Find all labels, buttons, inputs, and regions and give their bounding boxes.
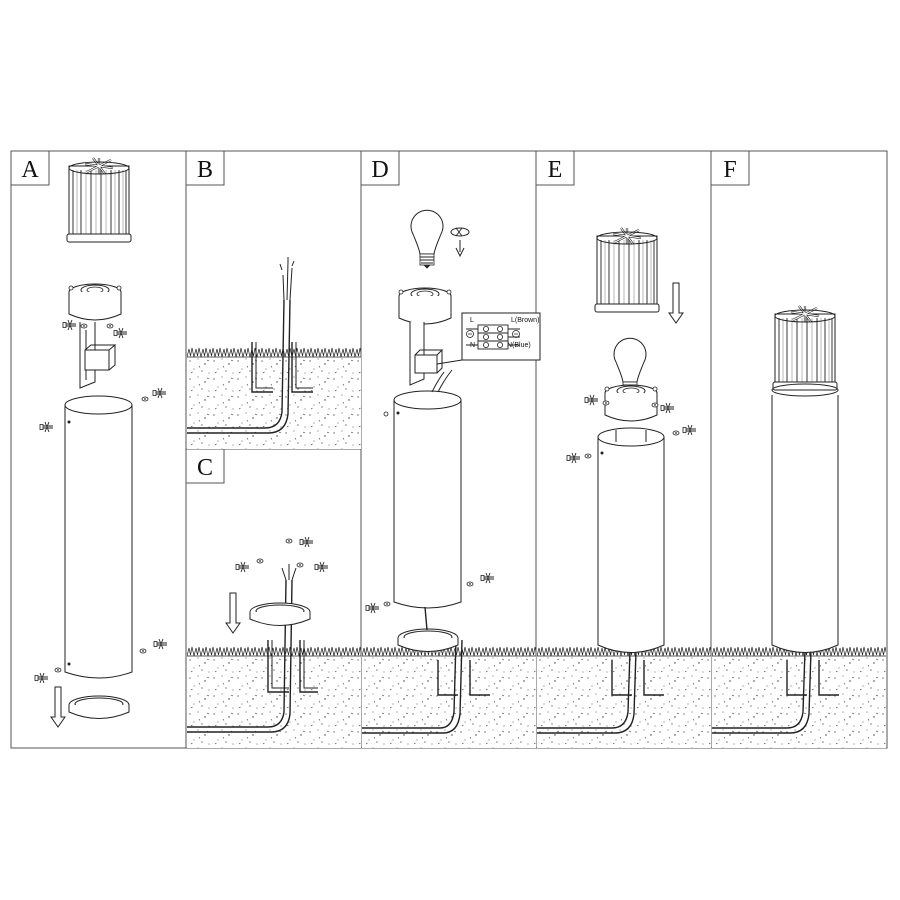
earth-symbol-icon (466, 330, 520, 338)
base-ring-icon (68, 695, 130, 719)
pole-tube-icon (64, 395, 133, 679)
step-label-a: A (10, 150, 50, 186)
junction-box-icon (84, 349, 110, 371)
svg-text:F: F (723, 157, 736, 183)
bulb-icon (410, 209, 444, 269)
svg-text:E: E (548, 157, 563, 183)
rotate-icon (450, 227, 470, 258)
pole-tube-icon (393, 390, 462, 609)
step-label-d: D (360, 150, 400, 186)
step-label-e: E (535, 150, 575, 186)
panel-d-wiring: L N L(Brown) N(Blue) (361, 209, 541, 749)
svg-text:B: B (197, 157, 213, 183)
pole-tube-icon (597, 427, 665, 653)
svg-text:L: L (470, 317, 474, 324)
step-label-c: C (185, 448, 225, 484)
panel-e-head-assembly (536, 226, 712, 749)
panel-f-finished-lamp (711, 304, 887, 749)
finished-bollard-icon (771, 304, 839, 653)
arrow-down-icon (50, 686, 66, 728)
svg-text:A: A (21, 157, 39, 183)
lamp-holder-icon (68, 283, 122, 321)
lamp-head-icon (593, 226, 661, 314)
step-label-f: F (710, 150, 750, 186)
lamp-head-icon (65, 156, 133, 244)
svg-text:C: C (197, 455, 213, 481)
screw-icon (113, 327, 128, 339)
svg-text:D: D (371, 157, 388, 183)
panel-b-ground-cable (186, 257, 362, 450)
arrow-down-icon (668, 282, 684, 324)
terminal-block-diagram: L N L(Brown) N(Blue) (436, 312, 541, 365)
screw-icon (62, 319, 77, 331)
svg-text:L(Brown): L(Brown) (511, 317, 539, 324)
panel-a-exploded-view (34, 156, 168, 728)
step-label-b: B (185, 150, 225, 186)
panel-c-base-install (186, 536, 362, 749)
